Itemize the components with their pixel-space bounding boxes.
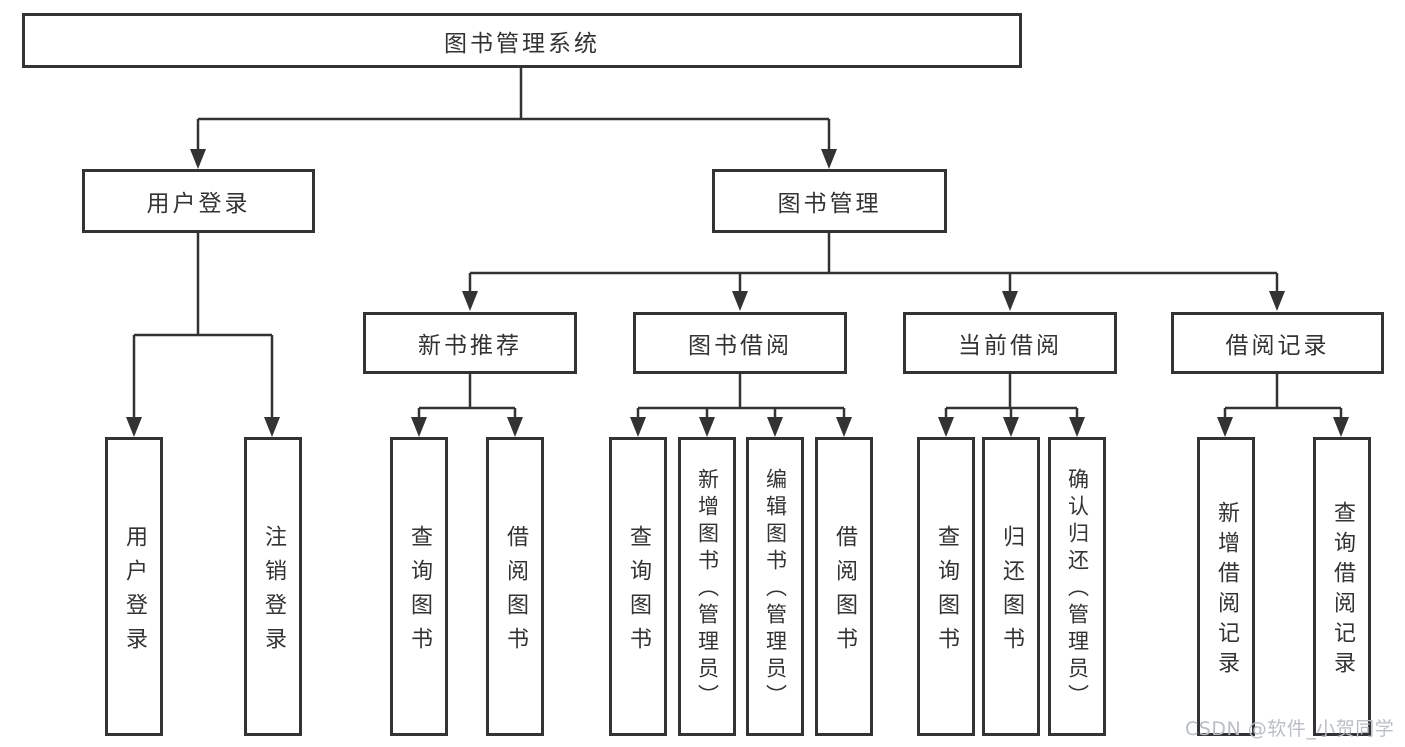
leaf-label: 归还图书 <box>999 524 1024 661</box>
node-book-management: 图书管理 <box>712 169 947 233</box>
node-user-login: 用户登录 <box>82 169 315 233</box>
leaf-add-borrow-record: 新增借阅记录 <box>1197 437 1255 736</box>
leaf-label: 查询图书 <box>626 524 651 661</box>
leaf-borrow-books: 借阅图书 <box>815 437 873 736</box>
leaf-label: 编辑图书（管理员） <box>763 468 788 711</box>
node-borrowing-records: 借阅记录 <box>1171 312 1384 374</box>
leaf-label: 借阅图书 <box>832 524 857 661</box>
leaf-borrow-books-recommend: 借阅图书 <box>486 437 544 736</box>
node-new-book-recommendation: 新书推荐 <box>363 312 577 374</box>
leaf-label: 新增借阅记录 <box>1214 500 1239 681</box>
leaf-confirm-return-admin: 确认归还（管理员） <box>1048 437 1106 736</box>
leaf-label: 用户登录 <box>122 524 147 661</box>
csdn-watermark: CSDN @软件_小贺同学 <box>1185 718 1395 740</box>
node-label: 新书推荐 <box>418 333 522 359</box>
node-label: 图书管理系统 <box>444 30 600 57</box>
leaf-label: 查询图书 <box>934 524 959 661</box>
leaf-user-login: 用户登录 <box>105 437 163 736</box>
leaf-add-books-admin: 新增图书（管理员） <box>678 437 736 736</box>
node-library-management-system: 图书管理系统 <box>22 13 1022 68</box>
leaf-label: 查询图书 <box>407 524 432 661</box>
leaf-query-books-borrow: 查询图书 <box>609 437 667 736</box>
leaf-edit-books-admin: 编辑图书（管理员） <box>746 437 804 736</box>
node-label: 图书借阅 <box>688 333 792 359</box>
leaf-label: 新增图书（管理员） <box>695 468 720 711</box>
leaf-logout: 注销登录 <box>244 437 302 736</box>
node-book-borrowing: 图书借阅 <box>633 312 847 374</box>
leaf-return-books: 归还图书 <box>982 437 1040 736</box>
node-label: 用户登录 <box>146 191 251 217</box>
leaf-query-books-current: 查询图书 <box>917 437 975 736</box>
leaf-query-borrow-record: 查询借阅记录 <box>1313 437 1371 736</box>
leaf-label: 注销登录 <box>261 524 286 661</box>
leaf-label: 确认归还（管理员） <box>1065 468 1090 711</box>
node-label: 当前借阅 <box>958 333 1062 359</box>
leaf-query-books-recommend: 查询图书 <box>390 437 448 736</box>
node-label: 借阅记录 <box>1225 333 1330 359</box>
leaf-label: 查询借阅记录 <box>1330 500 1355 681</box>
leaf-label: 借阅图书 <box>503 524 528 661</box>
node-label: 图书管理 <box>777 191 882 217</box>
node-current-borrowing: 当前借阅 <box>903 312 1117 374</box>
